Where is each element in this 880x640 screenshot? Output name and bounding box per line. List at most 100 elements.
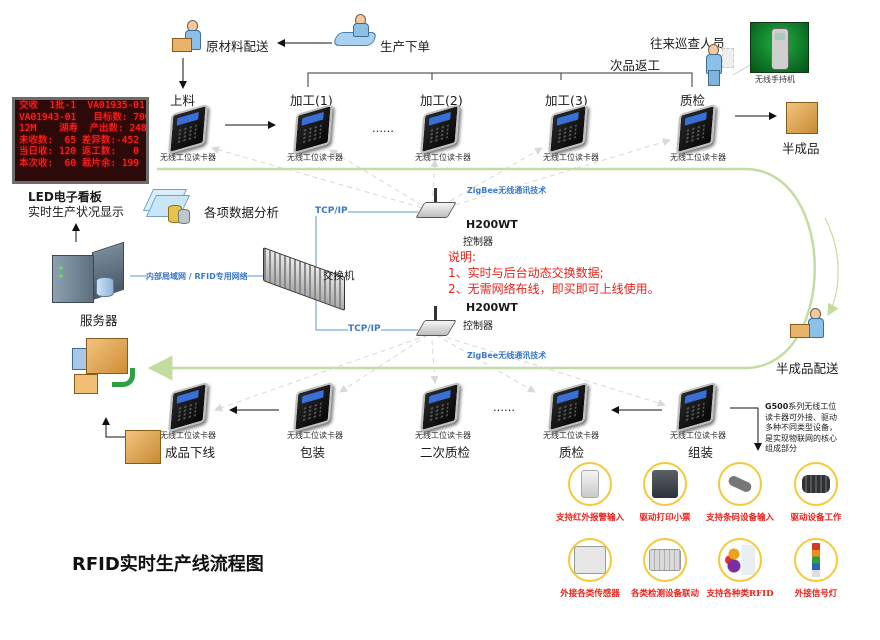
led-row: 当日收: 120 返工数: 0 bbox=[19, 146, 139, 158]
patrol-staff-icon bbox=[700, 44, 734, 86]
tcpip-bottom-label: TCP/IP bbox=[348, 324, 381, 334]
rework-label: 次品返工 bbox=[610, 58, 661, 73]
peripheral-label: 外接各类传感器 bbox=[560, 589, 620, 599]
peripheral-detection-device: 各类检测设备联动 bbox=[631, 538, 699, 599]
reader-caption: 无线工位读卡器 bbox=[160, 431, 216, 440]
led-caption-line2: 实时生产状况显示 bbox=[28, 205, 125, 219]
production-order-label: 生产下单 bbox=[380, 39, 431, 54]
semi-finished-delivery-label: 半成品配送 bbox=[776, 361, 839, 376]
delivery-truck-icon bbox=[72, 334, 135, 396]
arrow-g500 bbox=[730, 407, 762, 451]
raw-material-cart-icon bbox=[170, 20, 202, 56]
semi-finished-box-icon bbox=[786, 102, 818, 134]
infrared-sensor-icon bbox=[581, 470, 599, 498]
reader-device-icon bbox=[417, 103, 469, 155]
zigbee-bottom-text: ZigBee无线通讯技术 bbox=[467, 351, 547, 360]
peripheral-receipt-printer: 驱动打印小票 bbox=[635, 462, 695, 523]
rework-bracket bbox=[307, 72, 693, 87]
g500-line: 组成部分 bbox=[765, 444, 797, 453]
green-loop bbox=[147, 167, 816, 381]
handheld-caption: 无线手持机 bbox=[755, 75, 795, 84]
reader-caption: 无线工位读卡器 bbox=[415, 431, 471, 440]
led-row: 12M 湖寿 产出数: 248 bbox=[19, 123, 147, 135]
barcode-scanner-icon bbox=[727, 474, 753, 494]
g500-line: 多种不同类型设备， bbox=[765, 423, 837, 432]
diagram-title: RFID实时生产线流程图 bbox=[72, 554, 264, 575]
g500-line: 读卡器可外接、驱动 bbox=[765, 412, 837, 422]
notes-heading: 说明: bbox=[448, 250, 477, 264]
station-label-feed: 上料 bbox=[170, 93, 196, 108]
production-order-icon bbox=[332, 12, 378, 48]
reader-device-icon bbox=[165, 381, 217, 433]
bottom-ellipsis: …… bbox=[493, 401, 515, 414]
reader-device-icon bbox=[673, 103, 725, 155]
station-label-proc3: 加工(3) bbox=[545, 93, 588, 108]
led-caption-line1: LED电子看板 bbox=[28, 190, 102, 204]
notes-item-1: 1、实时与后台动态交换数据; bbox=[448, 266, 604, 280]
patrol-staff-label: 往来巡查人员 bbox=[650, 36, 726, 51]
peripheral-label: 支持各种类RFID bbox=[706, 589, 774, 599]
reader-caption: 无线工位读卡器 bbox=[543, 153, 599, 162]
top-ellipsis: …… bbox=[372, 122, 394, 135]
signal-light-icon bbox=[812, 543, 820, 577]
reader-caption: 无线工位读卡器 bbox=[287, 431, 343, 440]
reader-device-icon bbox=[545, 103, 597, 155]
reader-caption: 无线工位读卡器 bbox=[415, 153, 471, 162]
notes-item-2: 2、无需网络布线，即买即可上线使用。 bbox=[448, 282, 660, 296]
peripheral-motor: 驱动设备工作 bbox=[786, 462, 846, 523]
g500-line: 是实现物联网的核心 bbox=[765, 433, 837, 443]
peripheral-label: 各类检测设备联动 bbox=[630, 589, 699, 599]
controller-bottom-model: H200WT bbox=[466, 301, 518, 314]
led-row: 未收数: 65 差异数:-452 bbox=[19, 134, 139, 146]
receipt-printer-icon bbox=[652, 470, 678, 498]
data-analysis-label: 各项数据分析 bbox=[204, 205, 280, 220]
tcpip-top-label: TCP/IP bbox=[315, 206, 348, 216]
station-label-proc2: 加工(2) bbox=[420, 93, 463, 108]
reader-caption: 无线工位读卡器 bbox=[160, 153, 216, 162]
station-label-assembly: 组装 bbox=[688, 445, 714, 460]
station-label-second-qc: 二次质检 bbox=[420, 445, 471, 460]
finished-goods-crate-icon bbox=[125, 430, 161, 464]
reader-caption: 无线工位读卡器 bbox=[543, 431, 599, 440]
peripheral-label: 外接信号灯 bbox=[794, 589, 838, 599]
finished-offline-label: 成品下线 bbox=[165, 445, 216, 460]
reader-caption: 无线工位读卡器 bbox=[670, 153, 726, 162]
peripheral-label: 支持条码设备输入 bbox=[705, 513, 774, 523]
peripheral-label: 驱动设备工作 bbox=[790, 513, 842, 523]
raw-material-delivery-label: 原材料配送 bbox=[206, 39, 269, 54]
reader-caption: 无线工位读卡器 bbox=[670, 431, 726, 440]
peripheral-infrared-sensor: 支持红外报警输入 bbox=[556, 462, 624, 523]
motor-icon bbox=[802, 475, 830, 493]
station-label-bottom-qc: 质检 bbox=[559, 445, 585, 460]
detection-device-icon bbox=[649, 549, 681, 571]
semi-finished-cart-icon bbox=[790, 308, 824, 344]
peripheral-label: 驱动打印小票 bbox=[639, 513, 691, 523]
peripheral-sensor: 外接各类传感器 bbox=[560, 538, 620, 599]
peripheral-rfid-tags: 支持各种类RFID bbox=[707, 538, 773, 599]
reader-caption: 无线工位读卡器 bbox=[287, 153, 343, 162]
led-row: 交收 1批-1 VA01935-01 bbox=[19, 100, 145, 111]
peripheral-label: 支持红外报警输入 bbox=[555, 513, 624, 523]
peripheral-signal-light: 外接信号灯 bbox=[786, 538, 846, 599]
server-label: 服务器 bbox=[80, 313, 118, 328]
rfid-tags-icon bbox=[725, 545, 755, 575]
controller-top-icon bbox=[415, 188, 457, 220]
controller-top-name: 控制器 bbox=[463, 237, 493, 248]
g500-line: 系列无线工位 bbox=[788, 402, 837, 411]
sensor-display-icon bbox=[574, 546, 606, 574]
zigbee-top-label: ZigBee无线通讯技术 bbox=[467, 185, 546, 196]
led-row: VA01943-01 目标数: 700 bbox=[19, 111, 149, 123]
led-display-board: 交收 1批-1 VA01935-01 VA01943-01 目标数: 700 1… bbox=[12, 97, 149, 184]
server-icon bbox=[52, 241, 124, 305]
controller-top-model: H200WT bbox=[466, 218, 518, 231]
zigbee-top-text: ZigBee无线通讯技术 bbox=[467, 186, 547, 195]
led-row: 本次收: 60 裁片余: 199 bbox=[19, 157, 139, 169]
g500-model: G500 bbox=[765, 402, 789, 411]
wireless-handheld-image bbox=[750, 22, 809, 73]
controller-bottom-name: 控制器 bbox=[463, 321, 493, 332]
reader-device-icon bbox=[417, 381, 469, 433]
semi-finished-label: 半成品 bbox=[782, 141, 820, 156]
switch-label: 交换机 bbox=[323, 270, 355, 282]
reader-device-icon bbox=[290, 381, 342, 433]
station-label-packing: 包装 bbox=[300, 445, 326, 460]
